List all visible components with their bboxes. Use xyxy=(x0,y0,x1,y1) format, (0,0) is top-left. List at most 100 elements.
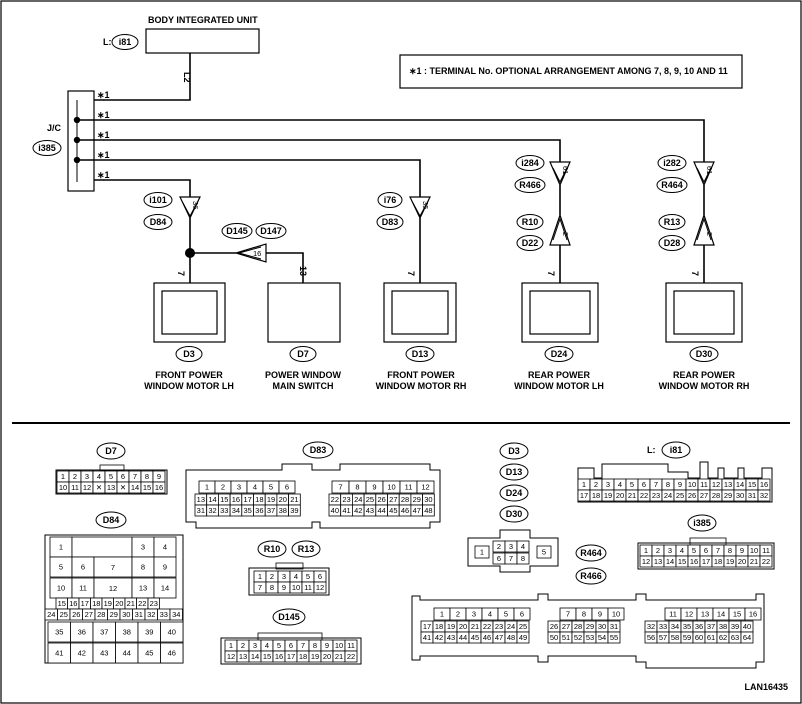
pin-cell: 52 xyxy=(574,633,582,642)
pin-cell: 18 xyxy=(299,652,307,661)
pin-cell: 26 xyxy=(72,610,80,619)
conn-R464-label: R464 xyxy=(661,180,683,190)
pin-cell: 3 xyxy=(282,572,286,581)
pin-cell: 10 xyxy=(750,546,758,555)
motor-rear-rh: D30 REAR POWER WINDOW MOTOR RH xyxy=(659,282,749,391)
pin-cell: 30 xyxy=(122,610,130,619)
conn-i76-label: i76 xyxy=(384,195,397,205)
pin-cell: 32 xyxy=(208,506,216,515)
pin-cell: 32 xyxy=(147,610,155,619)
motor-front-lh: D3 FRONT POWER WINDOW MOTOR LH xyxy=(144,282,234,391)
pin-cell: 2 xyxy=(73,472,77,481)
pin-cell: 13 xyxy=(197,495,205,504)
conn-i284-label: i284 xyxy=(521,158,539,168)
pin-cell: 10 xyxy=(335,641,343,650)
pin-cell: 3 xyxy=(253,641,257,650)
svg-text:35: 35 xyxy=(421,201,430,209)
pin-cell: 14 xyxy=(161,584,169,593)
pin-cell: 3 xyxy=(668,546,672,555)
pin-cell: 27 xyxy=(85,610,93,619)
pin-cell: 24 xyxy=(354,495,362,504)
pin-cell: 10 xyxy=(292,583,300,592)
pin-cell: 40 xyxy=(331,506,339,515)
pin-cell: 18 xyxy=(435,622,443,631)
pin-cell: 15 xyxy=(143,483,151,492)
conn-face-motor-label: D3 xyxy=(508,446,520,456)
svg-text:7: 7 xyxy=(546,271,556,276)
pin-cell: 11 xyxy=(71,483,79,492)
pin-cell: 12 xyxy=(227,652,235,661)
pin-cell: 35 xyxy=(243,506,251,515)
pin-cell: 32 xyxy=(760,491,768,500)
pin-cell: 37 xyxy=(100,628,108,637)
pin-cell: 37 xyxy=(267,506,275,515)
pin-cell: 44 xyxy=(377,506,385,515)
conn-face-motor-label: D13 xyxy=(506,467,523,477)
pin-cell: 6 xyxy=(318,572,322,581)
pin-cell: 49 xyxy=(519,633,527,642)
pin-cell: 24 xyxy=(664,491,672,500)
pin-cell: 22 xyxy=(331,495,339,504)
pin-cell: 4 xyxy=(618,480,622,489)
pin-cell: 5 xyxy=(269,483,273,492)
svg-text:D13: D13 xyxy=(412,349,429,359)
pin-cell: 13 xyxy=(701,610,709,619)
pin-cell: 12 xyxy=(83,483,91,492)
pin-cell: 11 xyxy=(700,480,708,489)
svg-text:D30: D30 xyxy=(696,349,713,359)
pin-cell: 8 xyxy=(521,554,525,563)
svg-text:36: 36 xyxy=(191,201,200,209)
pin-cell: 18 xyxy=(714,557,722,566)
pin-cell: 17 xyxy=(423,622,431,631)
conn-face-R10-label: R10 xyxy=(264,544,281,554)
pin-cell: 16 xyxy=(690,557,698,566)
pin-cell: 9 xyxy=(598,610,602,619)
pin-cell: 35 xyxy=(683,622,691,631)
pin-cell: 20 xyxy=(115,599,123,608)
pin-cell: 21 xyxy=(335,652,343,661)
pin-cell: 43 xyxy=(100,649,108,658)
pin-cell: 9 xyxy=(678,480,682,489)
conn-face-R13-label: R13 xyxy=(298,544,315,554)
conn-face-i81-prefix: L: xyxy=(647,445,656,455)
motor-front-rh: D13 FRONT POWER WINDOW MOTOR RH xyxy=(376,282,466,391)
pin-cell: 11 xyxy=(669,610,677,619)
pin-cell: 22 xyxy=(347,652,355,661)
pin-cell: 21 xyxy=(750,557,758,566)
pin-cell: 5 xyxy=(630,480,634,489)
pin-cell: 45 xyxy=(145,649,153,658)
pin-cell: 46 xyxy=(168,649,176,658)
pin-cell: 33 xyxy=(659,622,667,631)
pin-cell: 19 xyxy=(311,652,319,661)
pin-cell: 24 xyxy=(47,610,55,619)
svg-text:61: 61 xyxy=(561,166,570,174)
pin-cell: 34 xyxy=(671,622,679,631)
pin-cell: 48 xyxy=(507,633,515,642)
pin-cell: 46 xyxy=(401,506,409,515)
pin-cell: 34 xyxy=(232,506,240,515)
pin-cell: 31 xyxy=(610,622,618,631)
pin-cell: 32 xyxy=(647,622,655,631)
pin-cell: 23 xyxy=(495,622,503,631)
pin-cell: 1 xyxy=(582,480,586,489)
pin-cell: 1 xyxy=(205,483,209,492)
pin-cell: 9 xyxy=(163,563,167,572)
pin-cell: 3 xyxy=(237,483,241,492)
svg-text:7: 7 xyxy=(111,563,115,572)
pin-cell: 16 xyxy=(749,610,757,619)
pin-cell: 7 xyxy=(133,472,137,481)
pin-cell: 2 xyxy=(456,610,460,619)
pin-cell: 51 xyxy=(562,633,570,642)
conn-face-D84-label: D84 xyxy=(103,515,120,525)
conn-D28-label: D28 xyxy=(664,238,681,248)
pin-cell: 23 xyxy=(342,495,350,504)
joint-connector: J/C i385 xyxy=(32,90,95,192)
svg-text:∗1: ∗1 xyxy=(97,90,110,100)
pin-cell: 26 xyxy=(550,622,558,631)
pin-cell: 28 xyxy=(97,610,105,619)
svg-text:16: 16 xyxy=(253,249,261,258)
pin-cell: 41 xyxy=(55,649,63,658)
pin-cell: 16 xyxy=(232,495,240,504)
pin-cell: 21 xyxy=(290,495,298,504)
